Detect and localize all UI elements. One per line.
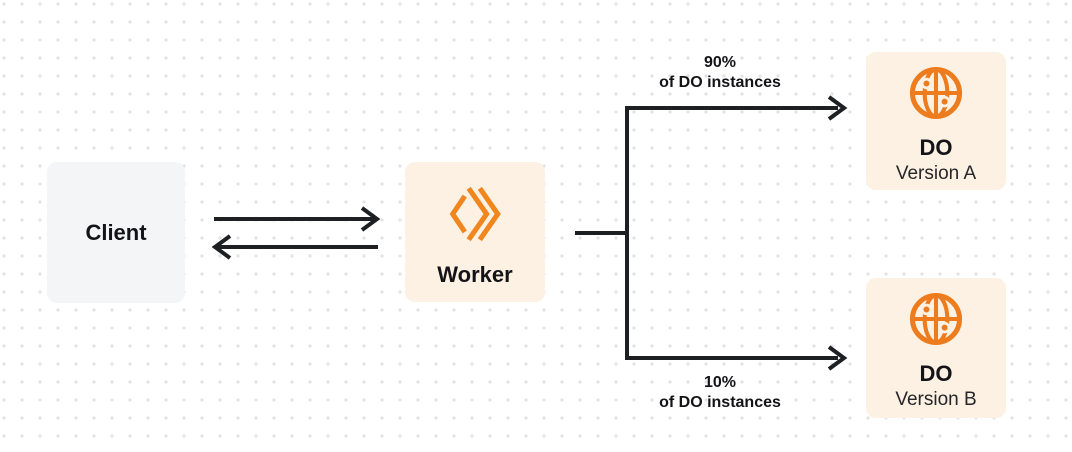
split-connector <box>575 106 629 360</box>
worker-label: Worker <box>437 262 513 287</box>
arrow-client-to-worker <box>214 206 381 232</box>
globe-icon <box>909 66 963 120</box>
do-version-a-node: DO Version A <box>866 52 1006 190</box>
do-b-subtitle: Version B <box>895 389 977 410</box>
arrowhead-right-icon <box>827 95 848 121</box>
client-label: Client <box>85 219 147 245</box>
route-label-90-percent: 90% of DO instances <box>610 53 830 93</box>
arrowhead-right-icon <box>360 206 381 232</box>
do-a-subtitle: Version A <box>895 163 977 184</box>
route-percent: 90% <box>703 54 737 71</box>
arrow-worker-to-client <box>211 234 378 260</box>
workers-chevrons-icon <box>449 186 501 242</box>
do-b-title: DO <box>919 361 953 386</box>
arrowhead-right-icon <box>827 345 848 371</box>
client-node: Client <box>47 162 185 303</box>
do-version-b-node: DO Version B <box>866 278 1006 418</box>
arrowhead-left-icon <box>211 234 232 260</box>
do-a-title: DO <box>919 135 953 160</box>
route-label-10-percent: 10% of DO instances <box>610 373 830 413</box>
route-percent: 10% <box>703 374 737 391</box>
globe-icon <box>909 292 963 346</box>
worker-node: Worker <box>405 162 545 302</box>
route-caption: of DO instances <box>659 74 781 91</box>
route-caption: of DO instances <box>659 394 781 411</box>
arrow-to-do-version-b <box>625 345 848 371</box>
arrow-to-do-version-a <box>625 95 848 121</box>
